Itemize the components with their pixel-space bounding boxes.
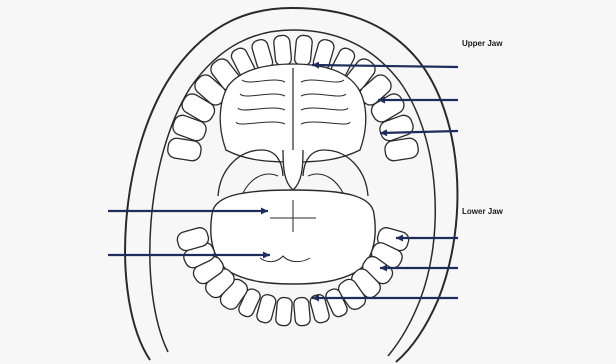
lower-jaw-heading: Lower Jaw	[462, 207, 504, 216]
upper-tooth	[273, 35, 292, 66]
upper-jaw-heading: Upper Jaw	[462, 39, 503, 48]
lower-tooth	[293, 297, 310, 326]
lower-tooth	[275, 297, 292, 326]
upper-tooth	[294, 35, 313, 66]
